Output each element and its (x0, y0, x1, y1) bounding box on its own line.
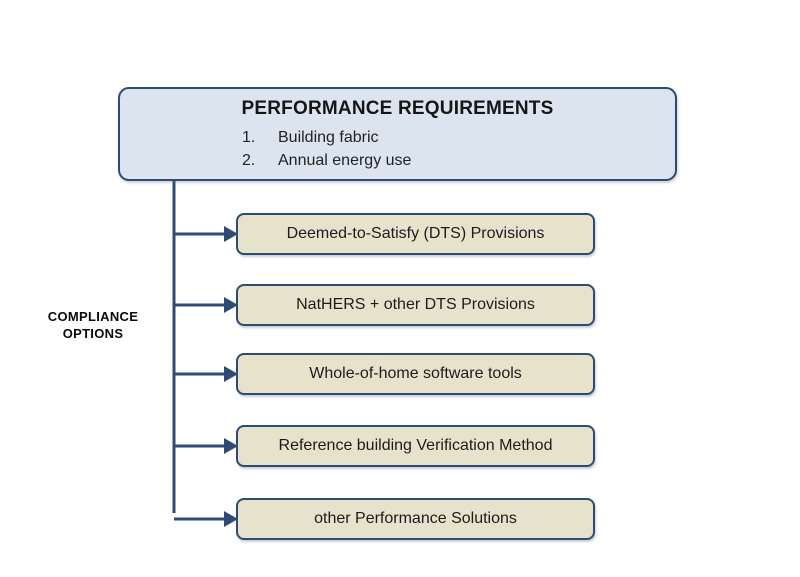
performance-requirements-box: PERFORMANCE REQUIREMENTS 1. Building fabr… (118, 87, 677, 181)
compliance-options-line-2: OPTIONS (62, 326, 124, 341)
option-box-deemed-to-satisfy: Deemed-to-Satisfy (DTS) Provisions (236, 213, 595, 255)
list-item-label: Building fabric (278, 129, 379, 146)
list-item-label: Annual energy use (278, 152, 412, 169)
option-box-other-performance-solutions: other Performance Solutions (236, 498, 595, 540)
compliance-options-label: COMPLIANCE OPTIONS (18, 308, 168, 342)
option-label: Reference building Verification Method (278, 437, 553, 454)
list-item-number: 1. (242, 129, 256, 146)
option-label: other Performance Solutions (314, 510, 517, 527)
requirements-list: 1. Building fabric 2. Annual energy use (120, 126, 675, 172)
option-box-whole-of-home: Whole-of-home software tools (236, 353, 595, 395)
list-item-number: 2. (242, 152, 256, 169)
list-item: 2. Annual energy use (120, 149, 675, 172)
option-label: NatHERS + other DTS Provisions (296, 296, 535, 313)
option-label: Deemed-to-Satisfy (DTS) Provisions (286, 225, 545, 242)
compliance-options-line-1: COMPLIANCE (47, 309, 139, 324)
list-item: 1. Building fabric (120, 126, 675, 149)
option-box-nathers: NatHERS + other DTS Provisions (236, 284, 595, 326)
page-title: PERFORMANCE REQUIREMENTS (241, 98, 554, 119)
option-box-reference-building: Reference building Verification Method (236, 425, 595, 467)
option-label: Whole-of-home software tools (309, 365, 522, 382)
